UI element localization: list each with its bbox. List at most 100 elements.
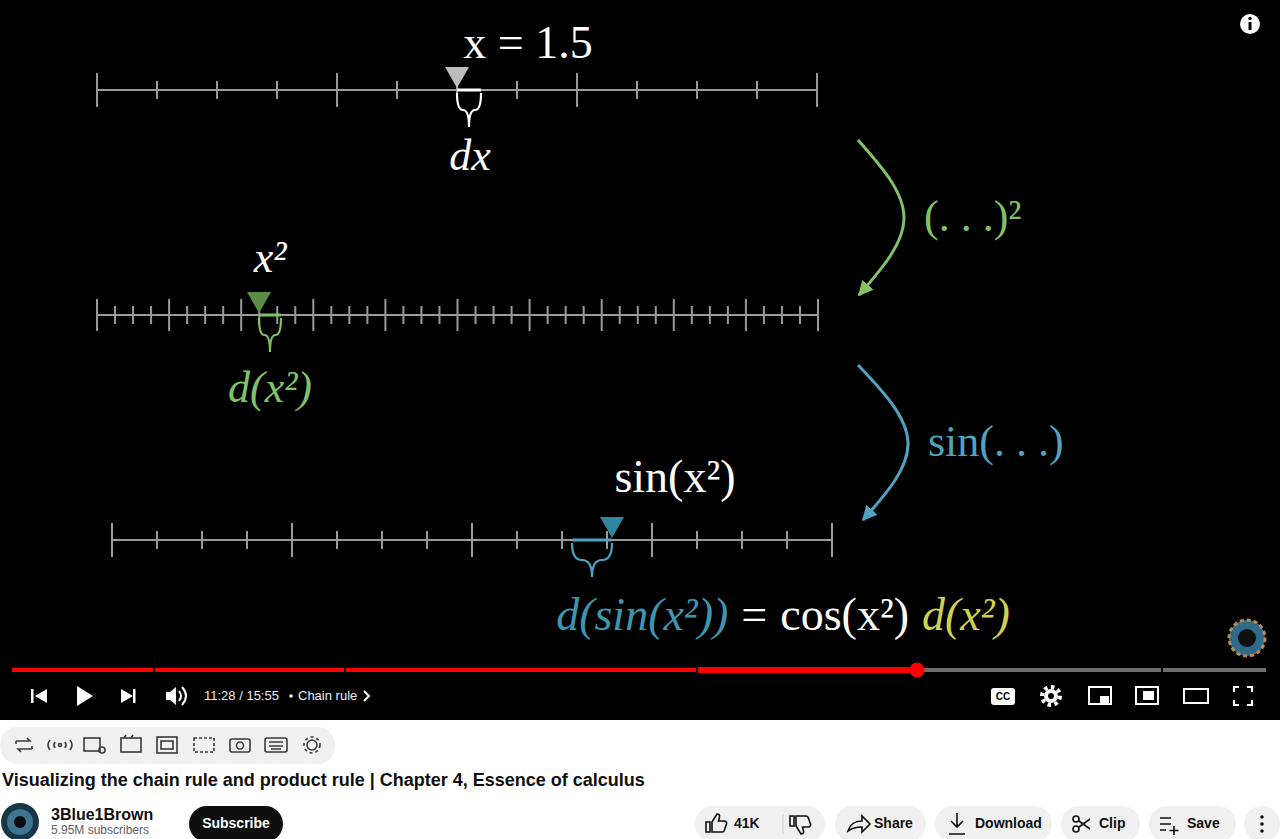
value-pointer bbox=[247, 292, 271, 313]
caption-icon-text: CC bbox=[996, 691, 1010, 702]
tick-mark bbox=[799, 306, 801, 324]
tick-mark bbox=[696, 531, 698, 549]
action-buttons bbox=[695, 806, 825, 839]
tick-mark bbox=[529, 299, 531, 331]
tick-mark bbox=[366, 306, 368, 324]
tick-mark bbox=[745, 299, 747, 331]
value-pointer bbox=[445, 67, 481, 127]
progress-bar bbox=[1161, 666, 1163, 674]
toolbar-pill bbox=[59, 744, 62, 747]
player-controls bbox=[1136, 687, 1158, 704]
video-title: Visualizing the chain rule and product r… bbox=[2, 771, 645, 791]
tick-mark bbox=[96, 299, 98, 331]
button-label: Share bbox=[874, 816, 913, 831]
tick-mark bbox=[619, 306, 621, 324]
player-controls bbox=[31, 686, 1252, 706]
tick-mark bbox=[384, 299, 386, 331]
subscriber-count: 5.95M subscribers bbox=[51, 824, 149, 837]
tick-mark bbox=[547, 306, 549, 324]
action-buttons bbox=[1244, 806, 1280, 839]
toolbar-pill bbox=[265, 738, 287, 752]
toolbar-pill bbox=[304, 737, 320, 753]
tick-mark bbox=[516, 531, 518, 549]
player-controls bbox=[364, 691, 369, 701]
tick-mark bbox=[831, 523, 833, 557]
tick-mark bbox=[601, 299, 603, 331]
progress-bar bbox=[12, 668, 1266, 672]
toolbar-pill bbox=[157, 737, 177, 753]
tick-mark bbox=[276, 81, 278, 99]
progress-bar bbox=[910, 663, 925, 678]
number-line-band: x² d(x²) bbox=[95, 232, 858, 418]
player-controls bbox=[121, 689, 133, 703]
tick-mark bbox=[150, 306, 152, 324]
action-buttons bbox=[1079, 819, 1090, 829]
tick-mark bbox=[96, 73, 98, 107]
math-label: d(x²) bbox=[228, 364, 312, 412]
action-buttons bbox=[949, 813, 965, 834]
tick-mark bbox=[691, 306, 693, 324]
tick-mark bbox=[168, 299, 170, 331]
action-buttons bbox=[1260, 829, 1264, 833]
toolbar-pill bbox=[237, 742, 244, 749]
tick-mark bbox=[246, 531, 248, 549]
player-controls bbox=[166, 687, 176, 705]
player-controls bbox=[133, 689, 136, 703]
player-controls bbox=[31, 689, 34, 703]
button-label: Subscribe bbox=[202, 816, 270, 831]
channel-watermark bbox=[1229, 620, 1265, 656]
toolbar-pill bbox=[16, 738, 32, 752]
player-controls bbox=[1042, 687, 1060, 705]
player-controls bbox=[289, 694, 293, 698]
toolbar-pill bbox=[230, 739, 250, 752]
tick-mark bbox=[426, 531, 428, 549]
tick-mark bbox=[114, 306, 116, 324]
tick-mark bbox=[381, 531, 383, 549]
progress-bar bbox=[12, 668, 917, 672]
tick-mark bbox=[673, 299, 675, 331]
action-buttons bbox=[1260, 815, 1264, 819]
info-icon bbox=[1240, 14, 1260, 34]
time-readout: 11:28 / 15:55 bbox=[204, 689, 279, 703]
info-icon bbox=[1240, 14, 1260, 34]
tick-mark bbox=[516, 81, 518, 99]
action-buttons bbox=[1073, 826, 1079, 832]
player-controls bbox=[77, 686, 93, 706]
player-controls bbox=[1048, 693, 1054, 699]
nudge-segment bbox=[572, 539, 612, 542]
button-label: Save bbox=[1187, 816, 1220, 831]
tick-mark bbox=[741, 531, 743, 549]
action-buttons bbox=[1061, 806, 1140, 839]
tick-mark bbox=[727, 306, 729, 324]
action-buttons bbox=[1073, 816, 1079, 822]
action-buttons bbox=[1260, 815, 1264, 833]
tick-mark bbox=[709, 306, 711, 324]
tick-mark bbox=[636, 81, 638, 99]
video-frame bbox=[0, 0, 1280, 720]
player-controls bbox=[1234, 687, 1252, 705]
curly-brace bbox=[259, 318, 281, 352]
video-frame bbox=[0, 0, 1280, 720]
toolbar-pill bbox=[194, 738, 214, 752]
function-label: sin(. . .) bbox=[926, 418, 1066, 466]
player-controls bbox=[1143, 691, 1154, 700]
equation-term: cos(x²) bbox=[780, 590, 909, 641]
tick-mark bbox=[336, 73, 338, 107]
player-controls bbox=[1184, 689, 1208, 703]
player-controls bbox=[991, 688, 1015, 705]
toolbar-pill bbox=[84, 738, 100, 751]
tick-mark bbox=[156, 531, 158, 549]
tick-mark bbox=[786, 531, 788, 549]
action-buttons bbox=[695, 806, 1280, 839]
channel-name: 3Blue1Brown bbox=[51, 806, 153, 824]
math-label: dx bbox=[449, 132, 491, 180]
action-buttons bbox=[1260, 822, 1264, 826]
tick-mark bbox=[291, 523, 293, 557]
equation-term: d(sin(x²)) bbox=[556, 590, 728, 641]
equation-sign: = bbox=[741, 590, 767, 641]
math-label: x² bbox=[254, 234, 287, 282]
tick-mark bbox=[457, 299, 459, 331]
toolbar-pill bbox=[269, 742, 283, 749]
tick-mark bbox=[132, 306, 134, 324]
